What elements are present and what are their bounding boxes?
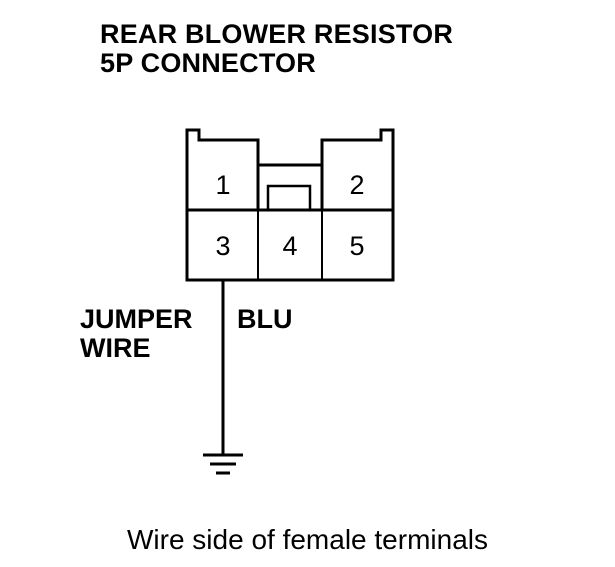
jumper-wire-label: JUMPER WIRE [80, 305, 193, 363]
pin-2-label: 2 [349, 170, 364, 200]
pin-5-label: 5 [349, 231, 364, 261]
diagram-title: REAR BLOWER RESISTOR 5P CONNECTOR [100, 20, 453, 78]
diagram-caption: Wire side of female terminals [126, 524, 488, 555]
title-line-1: REAR BLOWER RESISTOR [100, 19, 454, 49]
connector-outline [185, 128, 395, 282]
ground-symbol-icon [203, 453, 243, 475]
jumper-label-line-2: WIRE [80, 333, 151, 363]
pin-3-label: 3 [215, 231, 230, 261]
wire-color-label: BLU [237, 304, 293, 334]
pin-1-label: 1 [215, 170, 230, 200]
title-line-2: 5P CONNECTOR [100, 48, 316, 78]
pin-4-label: 4 [282, 231, 297, 261]
locking-tab [266, 184, 312, 212]
jumper-label-line-1: JUMPER [80, 304, 193, 334]
